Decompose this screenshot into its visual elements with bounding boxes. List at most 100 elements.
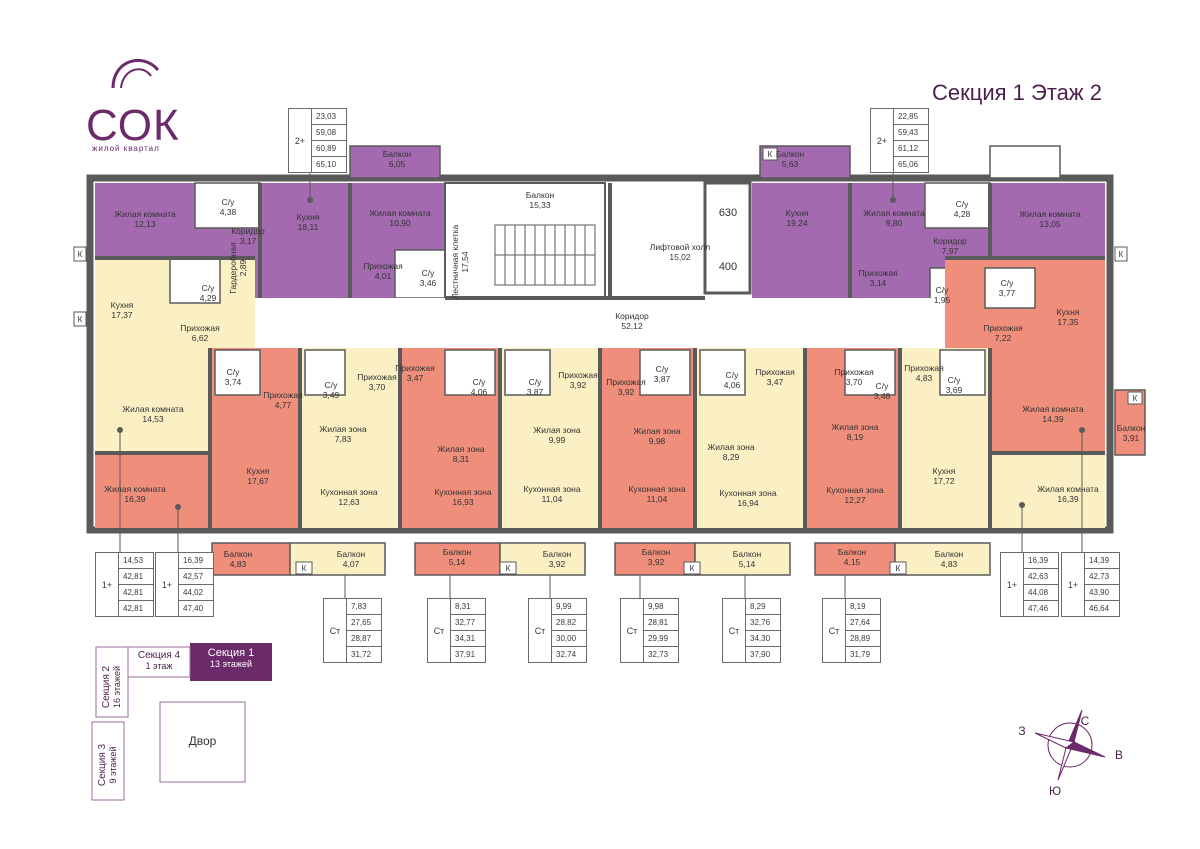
- apartment-area-value: 32,77: [451, 615, 485, 631]
- room-name: Прихожая: [395, 363, 435, 373]
- compass-north: С: [1080, 714, 1090, 728]
- balcony-b5: [614, 542, 696, 576]
- room-area: 4,83: [229, 559, 247, 569]
- room-area: 12,13: [134, 219, 156, 229]
- apartment-area-value: 42,81: [119, 569, 153, 585]
- room-name: Жилая комната: [1022, 404, 1084, 414]
- k-marker-box-2: [73, 311, 87, 327]
- compass-icon: [1034, 709, 1106, 781]
- apartment-area-value: 28,89: [846, 631, 880, 647]
- apartment-area-value: 42,81: [123, 604, 144, 613]
- room-area: 3,92: [647, 557, 665, 567]
- minimap-section2-shape: [95, 646, 129, 718]
- bath-s8: [939, 349, 986, 396]
- leader-dot-1: [307, 197, 313, 203]
- room-name: Прихожая: [357, 372, 397, 382]
- room-area: 3,92: [617, 387, 635, 397]
- room-area: 2,89: [238, 259, 248, 277]
- apartment-area-value: 44,08: [1024, 585, 1058, 601]
- leader-dot-4: [175, 504, 181, 510]
- room-name: Балкон: [542, 549, 572, 559]
- apartment-area-value: 29,99: [644, 631, 678, 647]
- apartment-type: Ст: [621, 599, 644, 662]
- room-name: С/у: [947, 375, 961, 385]
- room-name: Жилая комната: [863, 208, 925, 218]
- apartment-area-value: 8,19: [846, 599, 880, 615]
- room-area: 3,70: [368, 382, 386, 392]
- room-name: С/у: [935, 285, 949, 295]
- apartment-area-value: 31,72: [351, 650, 372, 659]
- room-name: Жилая зона: [707, 442, 755, 452]
- room-name: Кухня: [1056, 307, 1080, 317]
- room-name: Прихожая: [858, 268, 898, 278]
- room-area: 4,01: [374, 271, 392, 281]
- bath-s4: [504, 349, 551, 396]
- room-name: Балкон: [732, 549, 762, 559]
- minimap-section3-name: Секция 3: [97, 743, 108, 787]
- room-area: 3,49: [322, 390, 340, 400]
- k-marker-box-9: [762, 147, 778, 161]
- room-name: Прихожая: [180, 323, 220, 333]
- minimap-section4-floors: 1 этаж: [145, 661, 173, 671]
- balcony-top-right2: [989, 145, 1061, 179]
- room-area: 3,77: [998, 288, 1016, 298]
- k-marker-9: К: [767, 150, 773, 159]
- room-name: Кухня: [246, 466, 270, 476]
- room-name: Кухня: [785, 208, 809, 218]
- room-name: С/у: [1000, 278, 1014, 288]
- page-title: Секция 1 Этаж 2: [932, 80, 1102, 105]
- logo-subtitle: жилой квартал: [92, 144, 160, 153]
- room-name: Балкон: [442, 547, 472, 557]
- minimap-section1-name: Секция 1: [207, 647, 255, 659]
- room-name: С/у: [324, 380, 338, 390]
- bath-s2: [304, 349, 346, 396]
- leader-dot-6: [1079, 427, 1085, 433]
- compass-south: Ю: [1048, 784, 1062, 798]
- apartment-type: 2+: [289, 109, 312, 172]
- room-area: 13,05: [1039, 219, 1061, 229]
- room-area: 16,39: [1057, 494, 1079, 504]
- room-area: 11,04: [646, 494, 668, 504]
- apartment-area-value: 59,08: [312, 125, 346, 141]
- apartment-area-value: 9,99: [552, 599, 586, 615]
- bath-s1: [214, 349, 261, 396]
- apartment-area-value: 61,12: [894, 141, 928, 157]
- room-name: С/у: [421, 268, 435, 278]
- room-name: Прихожая: [834, 367, 874, 377]
- room-area: 19,24: [786, 218, 808, 228]
- minimap-section1-shape: [190, 643, 272, 681]
- apartment-area-value: 28,81: [644, 615, 678, 631]
- k-marker-2: К: [77, 315, 83, 324]
- k-marker-1: К: [77, 250, 83, 259]
- apartment-area-value: 16,39: [179, 553, 213, 569]
- room-area: 3,91: [1122, 433, 1140, 443]
- apartment-area-value: 32,76: [746, 615, 780, 631]
- k-marker-7: К: [1118, 250, 1124, 259]
- room-name: Жилая зона: [319, 424, 367, 434]
- apartment-area-value: 47,40: [183, 604, 204, 613]
